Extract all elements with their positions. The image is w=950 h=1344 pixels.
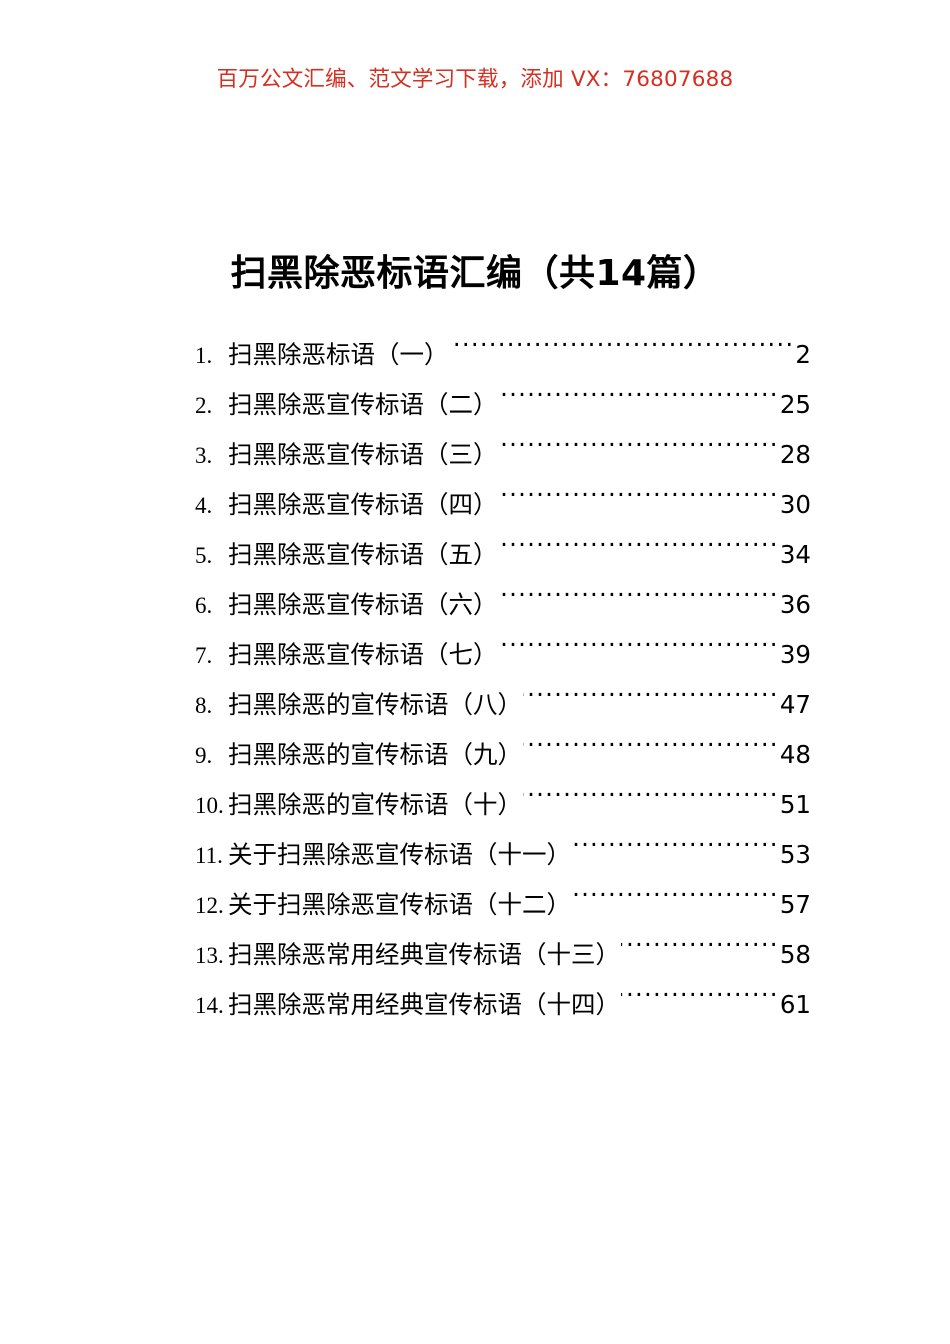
toc-entry[interactable]: 13.扫黑除恶常用经典宣传标语（十三） 58 (195, 930, 811, 980)
toc-dot-leader (499, 489, 779, 514)
toc-dot-leader (499, 589, 779, 614)
toc-entry-label: 关于扫黑除恶宣传标语（十二） (228, 890, 571, 919)
toc-entry-number: 13. (195, 943, 224, 968)
toc-entry[interactable]: 10.扫黑除恶的宣传标语（十） 51 (195, 780, 811, 830)
toc-entry-number: 3. (195, 443, 213, 468)
toc-entry-label: 扫黑除恶宣传标语（四） (228, 490, 498, 519)
toc-entry-label: 扫黑除恶的宣传标语（八） (228, 690, 522, 719)
toc-entry-number: 11. (195, 843, 223, 868)
toc-entry[interactable]: 1. 扫黑除恶标语（一） 2 (195, 330, 811, 380)
toc-entry[interactable]: 12.关于扫黑除恶宣传标语（十二） 57 (195, 880, 811, 930)
toc-entry[interactable]: 14.扫黑除恶常用经典宣传标语（十四） 61 (195, 980, 811, 1030)
toc-entry-page-number: 36 (779, 590, 811, 619)
toc-entry[interactable]: 5. 扫黑除恶宣传标语（五） 34 (195, 530, 811, 580)
toc-entry-number: 4. (195, 493, 213, 518)
toc-entry-number: 14. (195, 993, 224, 1018)
toc-entry[interactable]: 2. 扫黑除恶宣传标语（二） 25 (195, 380, 811, 430)
toc-entry[interactable]: 3. 扫黑除恶宣传标语（三） 28 (195, 430, 811, 480)
toc-entry[interactable]: 7. 扫黑除恶宣传标语（七） 39 (195, 630, 811, 680)
toc-dot-leader (499, 389, 779, 414)
toc-dot-leader (621, 989, 779, 1014)
toc-dot-leader (450, 339, 795, 364)
toc-entry-page-number: 48 (779, 740, 811, 769)
toc-entry-label: 扫黑除恶的宣传标语（九） (228, 740, 522, 769)
toc-entry-label: 扫黑除恶宣传标语（五） (228, 540, 498, 569)
toc-entry-page-number: 2 (795, 340, 811, 369)
toc-entry-number: 12. (195, 893, 224, 918)
toc-entry-page-number: 28 (779, 440, 811, 469)
toc-dot-leader (572, 839, 779, 864)
toc-entry[interactable]: 9. 扫黑除恶的宣传标语（九） 48 (195, 730, 811, 780)
toc-entry-label: 扫黑除恶宣传标语（六） (228, 590, 498, 619)
toc-entry-page-number: 57 (779, 890, 811, 919)
toc-dot-leader (499, 439, 779, 464)
toc-entry-label: 扫黑除恶常用经典宣传标语（十三） (228, 940, 620, 969)
toc-entry[interactable]: 11.关于扫黑除恶宣传标语（十一） 53 (195, 830, 811, 880)
table-of-contents: 1. 扫黑除恶标语（一） 2 2. 扫黑除恶宣传标语（二） 25 3. 扫黑除恶宣传标语（三）… (195, 330, 811, 1030)
promo-header-text: 百万公文汇编、范文学习下载，添加 VX：76807688 (216, 67, 734, 92)
toc-entry-page-number: 47 (779, 690, 811, 719)
toc-entry-label: 扫黑除恶标语（一） (228, 340, 449, 369)
toc-entry-label: 扫黑除恶的宣传标语（十） (228, 790, 522, 819)
toc-entry-page-number: 39 (779, 640, 811, 669)
toc-entry-page-number: 53 (779, 840, 811, 869)
toc-entry-page-number: 61 (779, 990, 811, 1019)
toc-entry-number: 5. (195, 543, 213, 568)
toc-entry-page-number: 30 (779, 490, 811, 519)
toc-entry-label: 扫黑除恶常用经典宣传标语（十四） (228, 990, 620, 1019)
toc-entry-number: 1. (195, 343, 213, 368)
toc-dot-leader (523, 689, 779, 714)
toc-entry-page-number: 34 (779, 540, 811, 569)
toc-entry-label: 关于扫黑除恶宣传标语（十一） (228, 840, 571, 869)
toc-dot-leader (572, 889, 779, 914)
toc-dot-leader (499, 639, 779, 664)
toc-dot-leader (523, 739, 779, 764)
toc-entry-number: 9. (195, 743, 213, 768)
toc-entry-page-number: 25 (779, 390, 811, 419)
toc-entry-number: 7. (195, 643, 213, 668)
toc-entry-number: 8. (195, 693, 213, 718)
toc-entry-label: 扫黑除恶宣传标语（三） (228, 440, 498, 469)
toc-entry-number: 2. (195, 393, 213, 418)
toc-entry-number: 10. (195, 793, 224, 818)
toc-dot-leader (523, 789, 779, 814)
toc-entry-number: 6. (195, 593, 213, 618)
page-title: 扫黑除恶标语汇编（共14篇） (230, 253, 720, 295)
toc-entry-label: 扫黑除恶宣传标语（七） (228, 640, 498, 669)
toc-entry[interactable]: 4. 扫黑除恶宣传标语（四） 30 (195, 480, 811, 530)
toc-entry-label: 扫黑除恶宣传标语（二） (228, 390, 498, 419)
toc-dot-leader (499, 539, 779, 564)
toc-entry-page-number: 58 (779, 940, 811, 969)
toc-entry[interactable]: 8. 扫黑除恶的宣传标语（八） 47 (195, 680, 811, 730)
toc-entry[interactable]: 6. 扫黑除恶宣传标语（六） 36 (195, 580, 811, 630)
toc-entry-page-number: 51 (779, 790, 811, 819)
toc-dot-leader (621, 939, 779, 964)
